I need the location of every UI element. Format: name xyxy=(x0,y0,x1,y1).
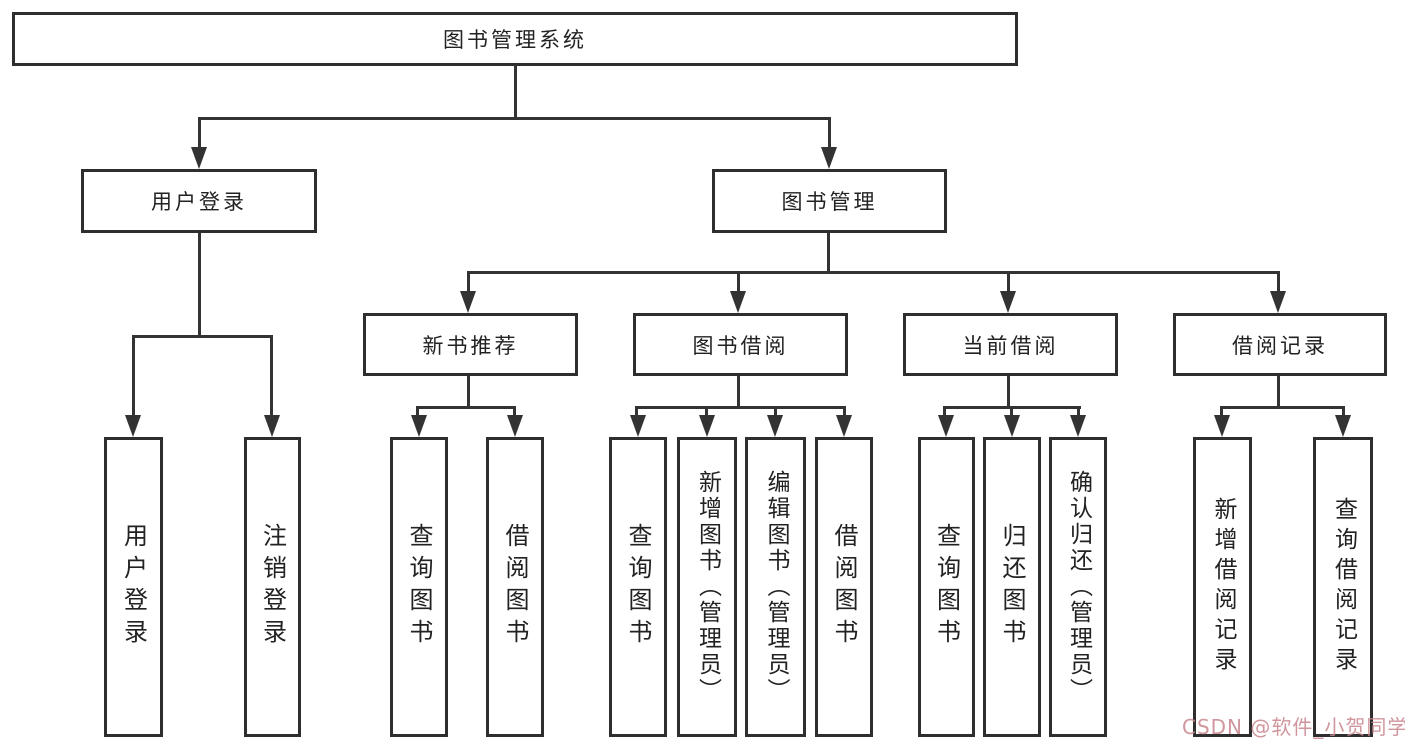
leaf-query-borrow-record: 查询借阅记录 xyxy=(1313,437,1373,737)
connector-user-login-drop xyxy=(198,117,201,149)
leaf-label: 查询图书 xyxy=(932,523,961,651)
node-book-borrow: 图书借阅 xyxy=(633,313,848,376)
connector-leaf-drop xyxy=(705,406,708,417)
arrow-down-icon xyxy=(191,147,207,169)
connector-leaf-drop xyxy=(1010,406,1013,417)
connector-group-branch xyxy=(1220,406,1345,409)
node-book-mgmt-label: 图书管理 xyxy=(781,190,878,214)
arrow-down-icon xyxy=(730,291,746,313)
node-user-login-label: 用户登录 xyxy=(151,190,247,214)
arrow-down-icon xyxy=(1335,415,1351,437)
arrow-down-icon xyxy=(767,415,783,437)
node-new-book-rec: 新书推荐 xyxy=(363,313,578,376)
connector-group-stem xyxy=(1007,376,1010,406)
connector-book-mgmt-stem xyxy=(827,233,830,271)
arrow-down-icon xyxy=(460,291,476,313)
arrow-down-icon xyxy=(699,415,715,437)
connector-user-login-stem xyxy=(198,233,201,335)
connector-leaf-drop xyxy=(635,406,638,417)
leaf-confirm-return-admin: 确认归还（管理员） xyxy=(1049,437,1107,737)
leaf-label: 借阅图书 xyxy=(830,523,858,651)
connector-group-drop xyxy=(1277,271,1280,293)
connector-leaf-drop xyxy=(132,335,135,417)
leaf-label: 编辑图书（管理员） xyxy=(763,470,789,704)
node-book-borrow-label: 图书借阅 xyxy=(692,333,789,358)
node-borrow-records-label: 借阅记录 xyxy=(1232,333,1328,358)
leaf-borrow-books-1: 借阅图书 xyxy=(486,437,544,737)
connector-group-drop xyxy=(1007,271,1010,293)
leaf-label: 新增借阅记录 xyxy=(1210,497,1236,677)
node-root: 图书管理系统 xyxy=(12,12,1018,66)
connector-book-mgmt-branch xyxy=(467,271,1280,274)
connector-leaf-drop xyxy=(270,335,273,417)
leaf-query-books-3: 查询图书 xyxy=(918,437,975,737)
arrow-down-icon xyxy=(1270,291,1286,313)
node-borrow-records: 借阅记录 xyxy=(1173,313,1387,376)
leaf-label: 注销登录 xyxy=(258,523,287,651)
arrow-down-icon xyxy=(630,415,646,437)
leaf-query-books-2: 查询图书 xyxy=(609,437,667,737)
arrow-down-icon xyxy=(938,415,954,437)
connector-leaf-drop xyxy=(513,406,516,417)
connector-leaf-drop xyxy=(416,406,419,417)
leaf-label: 借阅图书 xyxy=(501,523,529,651)
connector-leaf-drop xyxy=(843,406,846,417)
node-user-login: 用户登录 xyxy=(81,169,317,233)
connector-book-mgmt-drop xyxy=(828,117,831,149)
arrow-down-icon xyxy=(821,147,837,169)
connector-leaf-drop xyxy=(943,406,946,417)
connector-group-drop xyxy=(737,271,740,293)
leaf-label: 确认归还（管理员） xyxy=(1065,470,1092,704)
node-current-borrow-label: 当前借阅 xyxy=(962,333,1059,358)
connector-user-login-branch xyxy=(132,335,273,338)
node-current-borrow: 当前借阅 xyxy=(903,313,1118,376)
arrow-down-icon xyxy=(1000,291,1016,313)
leaf-edit-books-admin: 编辑图书（管理员） xyxy=(745,437,806,737)
leaf-query-books-1: 查询图书 xyxy=(390,437,448,737)
node-root-label: 图书管理系统 xyxy=(443,28,587,52)
leaf-label: 查询图书 xyxy=(624,523,652,651)
leaf-label: 查询借阅记录 xyxy=(1330,497,1357,677)
connector-group-stem xyxy=(737,376,740,406)
node-book-mgmt: 图书管理 xyxy=(712,169,947,233)
leaf-label: 归还图书 xyxy=(998,523,1026,651)
arrow-down-icon xyxy=(1214,415,1230,437)
connector-leaf-drop xyxy=(1077,406,1080,417)
connector-group-branch xyxy=(416,406,516,409)
leaf-label: 查询图书 xyxy=(405,523,433,651)
leaf-add-books-admin: 新增图书（管理员） xyxy=(677,437,737,737)
arrow-down-icon xyxy=(125,415,141,437)
connector-root-stem xyxy=(514,65,517,117)
arrow-down-icon xyxy=(507,415,523,437)
arrow-down-icon xyxy=(411,415,427,437)
leaf-logout: 注销登录 xyxy=(244,437,301,737)
connector-root-branch xyxy=(198,117,831,120)
connector-leaf-drop xyxy=(1342,406,1345,417)
connector-leaf-drop xyxy=(774,406,777,417)
leaf-label: 用户登录 xyxy=(119,523,148,651)
arrow-down-icon xyxy=(836,415,852,437)
leaf-return-books: 归还图书 xyxy=(983,437,1041,737)
connector-group-stem xyxy=(467,376,470,406)
leaf-label: 新增图书（管理员） xyxy=(694,470,721,704)
connector-leaf-drop xyxy=(1220,406,1223,417)
leaf-borrow-books-2: 借阅图书 xyxy=(815,437,873,737)
leaf-add-borrow-record: 新增借阅记录 xyxy=(1193,437,1252,737)
connector-group-drop xyxy=(467,271,470,293)
csdn-watermark: CSDN @软件_小贺同学 xyxy=(1182,715,1405,739)
connector-group-branch xyxy=(635,406,846,409)
connector-group-stem xyxy=(1277,376,1280,406)
arrow-down-icon xyxy=(1070,415,1086,437)
leaf-user-login: 用户登录 xyxy=(104,437,163,737)
arrow-down-icon xyxy=(1004,415,1020,437)
node-new-book-rec-label: 新书推荐 xyxy=(422,333,519,358)
arrow-down-icon xyxy=(264,415,280,437)
